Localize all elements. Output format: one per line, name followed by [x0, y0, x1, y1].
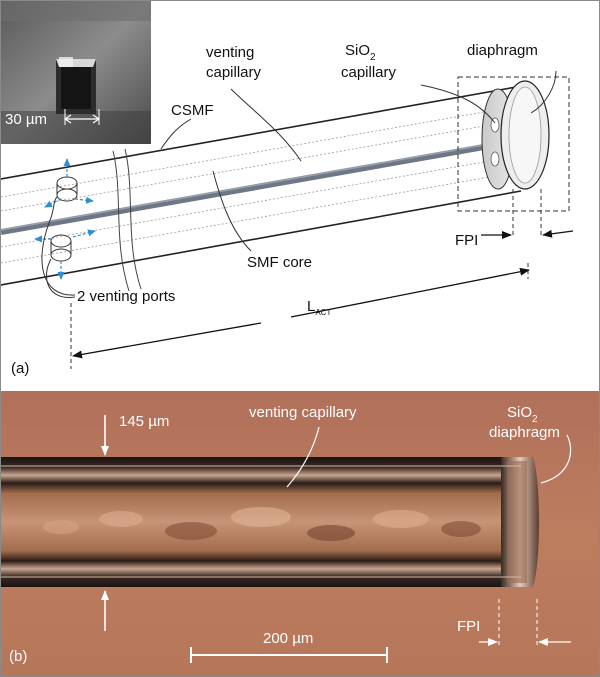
thickness-label: 145 µm	[119, 413, 169, 430]
panel-b-micrograph: 145 µm venting capillary SiO2 diaphragm …	[1, 391, 599, 676]
fpi-dimension	[481, 189, 574, 239]
lact-dimension	[70, 263, 530, 369]
fpi-dimension-b	[479, 599, 571, 647]
venting-port-bottom	[34, 229, 96, 280]
csmf-fiber	[1, 86, 522, 286]
label-sio2-capillary: capillary	[341, 64, 397, 81]
label-venting-line2: capillary	[206, 64, 262, 81]
scale-bar-label: 200 µm	[263, 630, 313, 647]
label-fpi: FPI	[455, 232, 478, 249]
label-smf-core: SMF core	[247, 254, 312, 271]
diaphragm-leader	[540, 434, 572, 484]
label-lact: LACT	[307, 298, 331, 317]
label-venting-ports: 2 venting ports	[77, 288, 175, 305]
fiber-tube	[1, 457, 539, 587]
venting-capillary-leader	[286, 426, 320, 488]
label-diaphragm-b: diaphragm	[489, 424, 560, 441]
label-sio2: SiO2	[345, 42, 376, 63]
panel-a-schematic: 30 µm	[1, 1, 574, 377]
smf-core	[1, 141, 502, 235]
label-venting-line1: venting	[206, 44, 254, 61]
label-fpi-b: FPI	[457, 618, 480, 635]
fiber-break-marks	[112, 148, 142, 292]
label-diaphragm: diaphragm	[467, 42, 538, 59]
inset-scale-label: 30 µm	[5, 111, 47, 128]
label-csmf: CSMF	[171, 102, 214, 119]
label-leaders	[160, 70, 557, 252]
venting-ports-leaders	[41, 196, 76, 298]
venting-port-top	[44, 158, 94, 208]
diaphragm	[500, 80, 550, 190]
label-venting-capillary: venting capillary	[249, 404, 357, 421]
label-sio2-b: SiO2	[507, 404, 538, 425]
sem-inset: 30 µm	[1, 1, 151, 144]
panel-a-label: (a)	[11, 360, 29, 377]
panel-b-label: (b)	[9, 648, 27, 665]
scale-bar	[190, 647, 388, 663]
